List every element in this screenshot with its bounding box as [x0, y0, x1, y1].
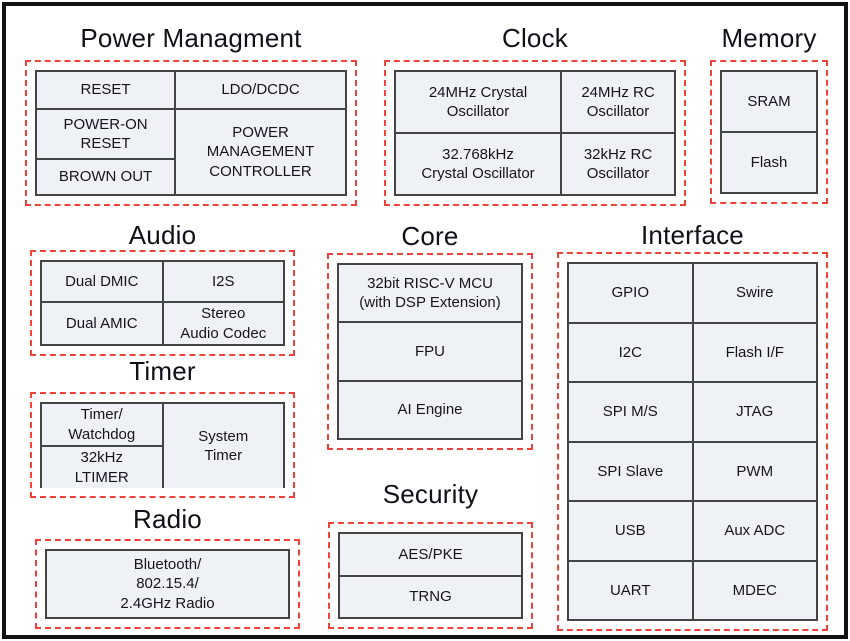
block-system-timer: System Timer — [163, 404, 283, 488]
block-sram: SRAM — [722, 72, 816, 131]
block-bluetooth-radio: Bluetooth/ 802.15.4/ 2.4GHz Radio — [47, 551, 288, 617]
section-security: Security AES/PKE TRNG — [328, 480, 533, 629]
timer-block-grid: Timer/ Watchdog System Timer 32kHz LTIME… — [40, 402, 285, 488]
block-i2s: I2S — [163, 262, 283, 301]
block-spi-slave: SPI Slave — [569, 442, 692, 500]
block-brown-out: BROWN OUT — [37, 160, 175, 194]
block-power-management-controller: POWER MANAGEMENT CONTROLLER — [176, 110, 345, 194]
block-32768khz-crystal-oscillator: 32.768kHz Crystal Oscillator — [396, 134, 561, 194]
power-management-block-grid: RESET LDO/DCDC POWER-ON RESET POWER MANA… — [35, 70, 347, 196]
block-power-on-reset: POWER-ON RESET — [37, 110, 175, 158]
section-title-memory: Memory — [721, 22, 817, 53]
section-audio: Audio Dual DMIC I2S Dual AMIC Stereo Aud… — [30, 221, 295, 356]
section-title-audio: Audio — [128, 219, 197, 250]
section-core: Core 32bit RISC-V MCU (with DSP Extensio… — [327, 222, 533, 450]
block-i2c: I2C — [569, 323, 692, 381]
section-interface: Interface GPIO Swire I2C Flash I/F SPI M… — [557, 221, 828, 631]
section-title-core: Core — [401, 220, 459, 251]
block-flash-if: Flash I/F — [693, 323, 816, 381]
radio-block-grid: Bluetooth/ 802.15.4/ 2.4GHz Radio — [45, 549, 290, 619]
section-power-management: Power Managment RESET LDO/DCDC POWER-ON … — [25, 24, 357, 206]
section-title-interface: Interface — [641, 219, 744, 250]
block-dual-amic: Dual AMIC — [42, 303, 162, 344]
block-ldo-dcdc: LDO/DCDC — [176, 72, 345, 108]
clock-block-grid: 24MHz Crystal Oscillator 24MHz RC Oscill… — [394, 70, 676, 196]
security-block-grid: AES/PKE TRNG — [338, 532, 523, 619]
section-title-power-management: Power Managment — [80, 22, 302, 53]
block-timer-watchdog: Timer/ Watchdog — [42, 404, 162, 445]
block-reset: RESET — [37, 72, 175, 108]
block-mdec: MDEC — [693, 561, 816, 619]
block-riscv-mcu: 32bit RISC-V MCU (with DSP Extension) — [339, 265, 521, 322]
block-24mhz-rc-oscillator: 24MHz RC Oscillator — [562, 72, 674, 132]
block-gpio: GPIO — [569, 264, 692, 322]
audio-block-grid: Dual DMIC I2S Dual AMIC Stereo Audio Cod… — [40, 260, 285, 346]
block-trng: TRNG — [340, 576, 521, 617]
section-title-timer: Timer — [129, 355, 196, 386]
block-spi-ms: SPI M/S — [569, 383, 692, 441]
section-title-security: Security — [382, 478, 479, 509]
block-jtag: JTAG — [693, 383, 816, 441]
memory-block-grid: SRAM Flash — [720, 70, 818, 194]
interface-block-grid: GPIO Swire I2C Flash I/F SPI M/S JTAG SP… — [567, 262, 818, 621]
section-clock: Clock 24MHz Crystal Oscillator 24MHz RC … — [384, 24, 686, 206]
block-aux-adc: Aux ADC — [693, 502, 816, 560]
block-fpu: FPU — [339, 323, 521, 380]
section-timer: Timer Timer/ Watchdog System Timer 32kHz… — [30, 357, 295, 498]
block-flash: Flash — [722, 133, 816, 192]
block-stereo-audio-codec: Stereo Audio Codec — [163, 303, 283, 344]
block-ai-engine: AI Engine — [339, 381, 521, 438]
block-dual-dmic: Dual DMIC — [42, 262, 162, 301]
section-radio: Radio Bluetooth/ 802.15.4/ 2.4GHz Radio — [35, 505, 300, 629]
block-usb: USB — [569, 502, 692, 560]
block-uart: UART — [569, 561, 692, 619]
block-pwm: PWM — [693, 442, 816, 500]
block-24mhz-crystal-oscillator: 24MHz Crystal Oscillator — [396, 72, 561, 132]
section-title-radio: Radio — [133, 503, 202, 534]
block-32khz-rc-oscillator: 32kHz RC Oscillator — [562, 134, 674, 194]
block-32khz-ltimer: 32kHz LTIMER — [42, 447, 162, 488]
section-title-clock: Clock — [501, 22, 568, 53]
block-aes-pke: AES/PKE — [340, 534, 521, 575]
section-memory: Memory SRAM Flash — [710, 24, 828, 204]
core-block-grid: 32bit RISC-V MCU (with DSP Extension) FP… — [337, 263, 523, 440]
block-swire: Swire — [693, 264, 816, 322]
